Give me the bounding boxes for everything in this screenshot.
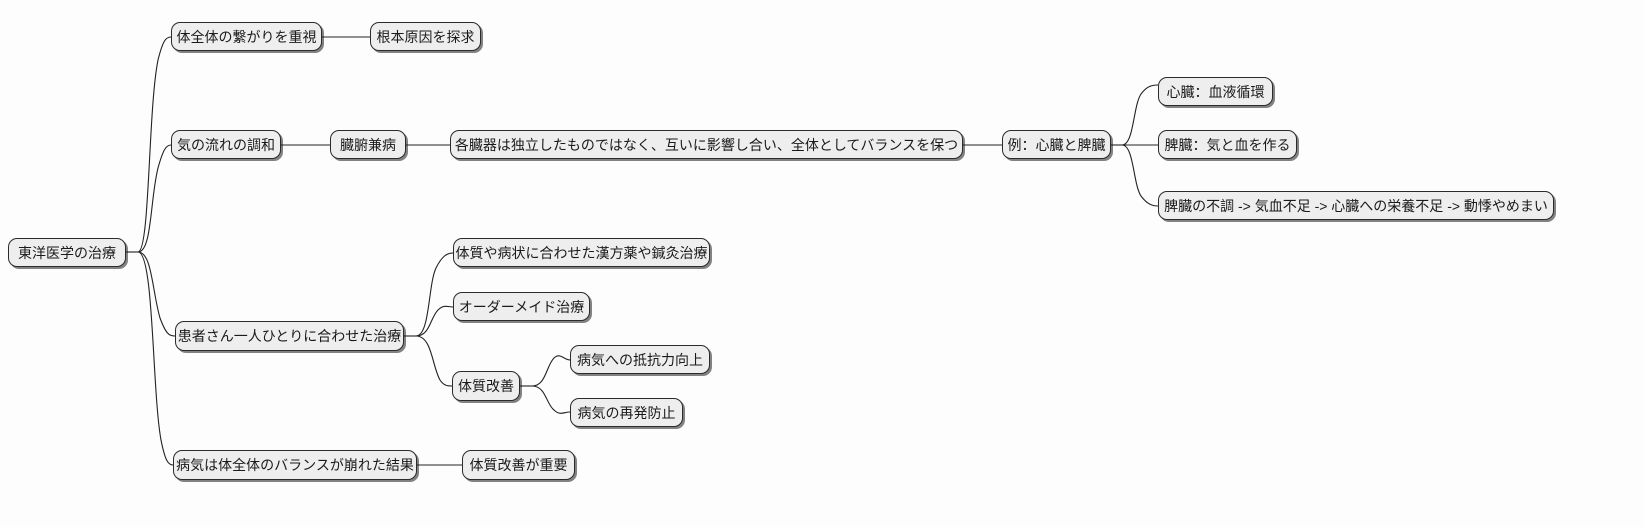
node-example-child-1[interactable]: 心臓：血液循環 bbox=[1158, 77, 1273, 106]
node-example-child-2[interactable]: 脾臓：気と血を作る bbox=[1158, 130, 1297, 159]
edge-b3-b3c2 bbox=[415, 305, 454, 337]
node-branch-3-label: 患者さん一人ひとりに合わせた治療 bbox=[177, 328, 402, 344]
node-constitution-child-2[interactable]: 病気の再発防止 bbox=[570, 398, 683, 427]
edge-b3-b3c3 bbox=[415, 335, 453, 387]
node-branch-3-child-2-label: オーダーメイド治療 bbox=[458, 298, 585, 315]
node-example-heart-spleen-label: 例：心臓と脾臓 bbox=[1007, 136, 1106, 153]
edge-b3c3-b3c3c1 bbox=[531, 355, 571, 387]
node-example-child-1-label: 心臓：血液循環 bbox=[1166, 83, 1265, 100]
node-root[interactable]: 東洋医学の治療 bbox=[8, 238, 126, 267]
node-branch-4[interactable]: 病気は体全体のバランスが崩れた結果 bbox=[173, 450, 417, 480]
node-example-child-3-label: 脾臓の不調 -> 気血不足 -> 心臓への栄養不足 -> 動悸やめまい bbox=[1164, 197, 1548, 214]
node-organ-balance-description-label: 各臓器は独立したものではなく、互いに影響し合い、全体としてバランスを保つ bbox=[454, 136, 959, 153]
node-branch-1-child-1-label: 根本原因を探求 bbox=[376, 28, 475, 45]
node-constitution-child-1[interactable]: 病気への抵抗力向上 bbox=[570, 345, 710, 374]
edge-root-b2 bbox=[137, 144, 172, 253]
node-branch-2-label: 気の流れの調和 bbox=[177, 136, 275, 153]
node-branch-1-label: 体全体の繋がりを重視 bbox=[176, 28, 317, 45]
node-branch-3-child-1-label: 体質や病状に合わせた漢方薬や鍼灸治療 bbox=[455, 244, 708, 261]
edge-root-b4 bbox=[137, 251, 174, 466]
node-branch-2-child-1[interactable]: 臓腑兼病 bbox=[330, 130, 406, 159]
node-branch-3-child-1[interactable]: 体質や病状に合わせた漢方薬や鍼灸治療 bbox=[453, 238, 710, 267]
node-organ-balance-description[interactable]: 各臓器は独立したものではなく、互いに影響し合い、全体としてバランスを保つ bbox=[450, 130, 963, 159]
node-constitution-improvement[interactable]: 体質改善 bbox=[452, 371, 520, 401]
node-constitution-child-2-label: 病気の再発防止 bbox=[577, 404, 676, 421]
node-example-heart-spleen[interactable]: 例：心臓と脾臓 bbox=[1002, 130, 1111, 159]
edge-b3-b3c1 bbox=[415, 252, 454, 337]
node-branch-3-child-2[interactable]: オーダーメイド治療 bbox=[453, 292, 590, 321]
node-branch-2-child-1-label: 臓腑兼病 bbox=[340, 136, 396, 153]
edge-b3c3-b3c3c2 bbox=[531, 385, 571, 414]
node-branch-4-child-1[interactable]: 体質改善が重要 bbox=[462, 450, 575, 480]
node-example-child-2-label: 脾臓：気と血を作る bbox=[1164, 136, 1291, 153]
node-branch-4-label: 病気は体全体のバランスが崩れた結果 bbox=[176, 457, 414, 473]
node-branch-1-child-1[interactable]: 根本原因を探求 bbox=[370, 22, 481, 51]
node-branch-4-child-1-label: 体質改善が重要 bbox=[469, 457, 568, 473]
node-branch-3[interactable]: 患者さん一人ひとりに合わせた治療 bbox=[175, 321, 404, 351]
node-constitution-improvement-label: 体質改善 bbox=[458, 378, 514, 394]
edge-root-b3 bbox=[137, 251, 176, 337]
node-branch-1[interactable]: 体全体の繋がりを重視 bbox=[171, 22, 322, 51]
node-branch-2[interactable]: 気の流れの調和 bbox=[171, 130, 281, 159]
node-constitution-child-1-label: 病気への抵抗力向上 bbox=[577, 351, 703, 368]
node-root-label: 東洋医学の治療 bbox=[18, 244, 116, 261]
edge-ex-ex1 bbox=[1121, 84, 1159, 146]
edge-root-b1 bbox=[137, 36, 172, 253]
edge-ex-ex3 bbox=[1121, 144, 1159, 207]
node-example-child-3[interactable]: 脾臓の不調 -> 気血不足 -> 心臓への栄養不足 -> 動悸やめまい bbox=[1158, 191, 1554, 220]
